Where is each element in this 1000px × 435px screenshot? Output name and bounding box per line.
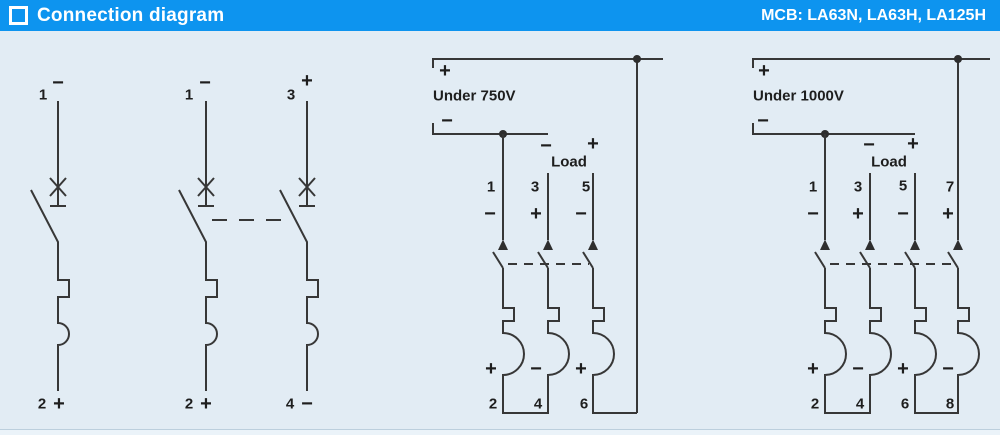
section-title: Connection diagram [37, 4, 225, 26]
switch-blades [492, 251, 594, 269]
applicable-models-label: MCB: LA63N, LA63H, LA125H [761, 6, 986, 24]
bottom-links [502, 391, 637, 414]
contact-arrow-icon [543, 239, 553, 250]
pole-upper-lines [824, 134, 916, 240]
pole-linework [178, 101, 218, 391]
overcurrent-elements [502, 268, 615, 391]
pole-linework [279, 101, 319, 391]
supply-lines [432, 58, 663, 135]
section-marker-square-icon [9, 6, 28, 25]
page-bottom-divider [0, 429, 1000, 435]
overcurrent-elements [824, 268, 980, 391]
section-header: Connection diagram MCB: LA63N, LA63H, LA… [0, 0, 1000, 31]
contact-arrow-icon [498, 239, 508, 250]
switch-blades [814, 251, 959, 269]
pole-linework [30, 101, 70, 391]
diagram-four-pole-1000v [752, 55, 990, 414]
bottom-links [824, 391, 959, 414]
contact-arrow-icon [910, 239, 920, 250]
diagram-single-pole [30, 101, 70, 391]
pole-upper-lines [502, 134, 594, 240]
contact-arrow-icon [820, 239, 830, 250]
contact-arrow-icon [865, 239, 875, 250]
diagram-two-pole [178, 101, 319, 391]
contact-arrow-icon [588, 239, 598, 250]
junction-dot [954, 55, 962, 63]
junction-dot [633, 55, 641, 63]
contact-arrow-icon [953, 239, 963, 250]
diagram-three-pole-750v [432, 55, 663, 414]
supply-lines [752, 58, 990, 135]
